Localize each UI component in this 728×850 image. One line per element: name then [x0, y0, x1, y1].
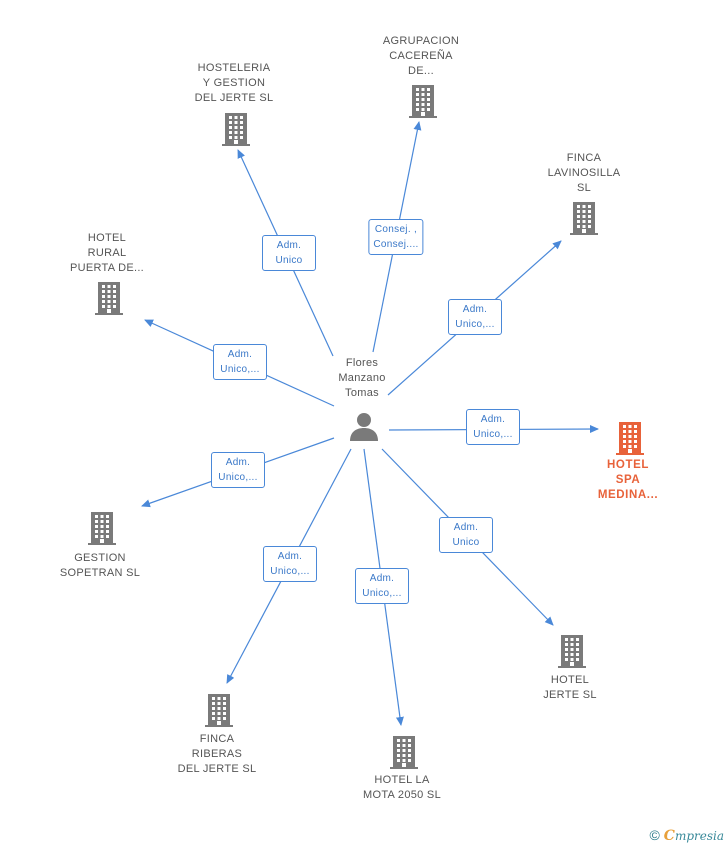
company-node-hotel-la-mota[interactable]	[387, 734, 421, 770]
footer-brand: ©Cmpresia	[649, 827, 724, 844]
building-icon	[222, 113, 250, 146]
person-icon	[350, 413, 378, 441]
role-tag-hosteleria[interactable]: Adm.Unico	[262, 235, 316, 271]
company-node-finca-lavinosilla[interactable]	[567, 200, 601, 236]
role-tag-agrupacion[interactable]: Consej. ,Consej....	[368, 219, 424, 255]
role-tag-finca-riberas[interactable]: Adm.Unico,...	[263, 546, 317, 582]
brand-logo-text: mpresia	[674, 829, 724, 843]
role-tag-hotel-jerte[interactable]: Adm.Unico	[439, 517, 493, 553]
building-icon	[570, 202, 598, 235]
building-icon	[390, 736, 418, 769]
role-tag-gestion-sopetran[interactable]: Adm.Unico,...	[211, 452, 265, 488]
role-tag-finca-lavinosilla[interactable]: Adm.Unico,...	[448, 299, 502, 335]
building-icon	[616, 422, 644, 455]
company-node-agrupacion[interactable]	[406, 83, 440, 119]
center-person[interactable]	[347, 411, 381, 443]
company-node-finca-riberas[interactable]	[202, 692, 236, 728]
company-node-hotel-spa[interactable]	[613, 420, 647, 456]
building-icon	[205, 694, 233, 727]
role-tag-hotel-rural[interactable]: Adm.Unico,...	[213, 344, 267, 380]
role-tag-hotel-la-mota[interactable]: Adm.Unico,...	[355, 568, 409, 604]
building-icon	[409, 85, 437, 118]
brand-logo-initial: C	[663, 828, 675, 844]
copyright-symbol: ©	[649, 827, 660, 843]
building-icon	[95, 282, 123, 315]
building-icon	[88, 512, 116, 545]
role-tag-hotel-spa[interactable]: Adm.Unico,...	[466, 409, 520, 445]
building-icon	[558, 635, 586, 668]
company-node-hosteleria[interactable]	[219, 111, 253, 147]
company-node-gestion-sopetran[interactable]	[85, 510, 119, 546]
company-node-hotel-rural[interactable]	[92, 280, 126, 316]
company-node-hotel-jerte[interactable]	[555, 633, 589, 669]
